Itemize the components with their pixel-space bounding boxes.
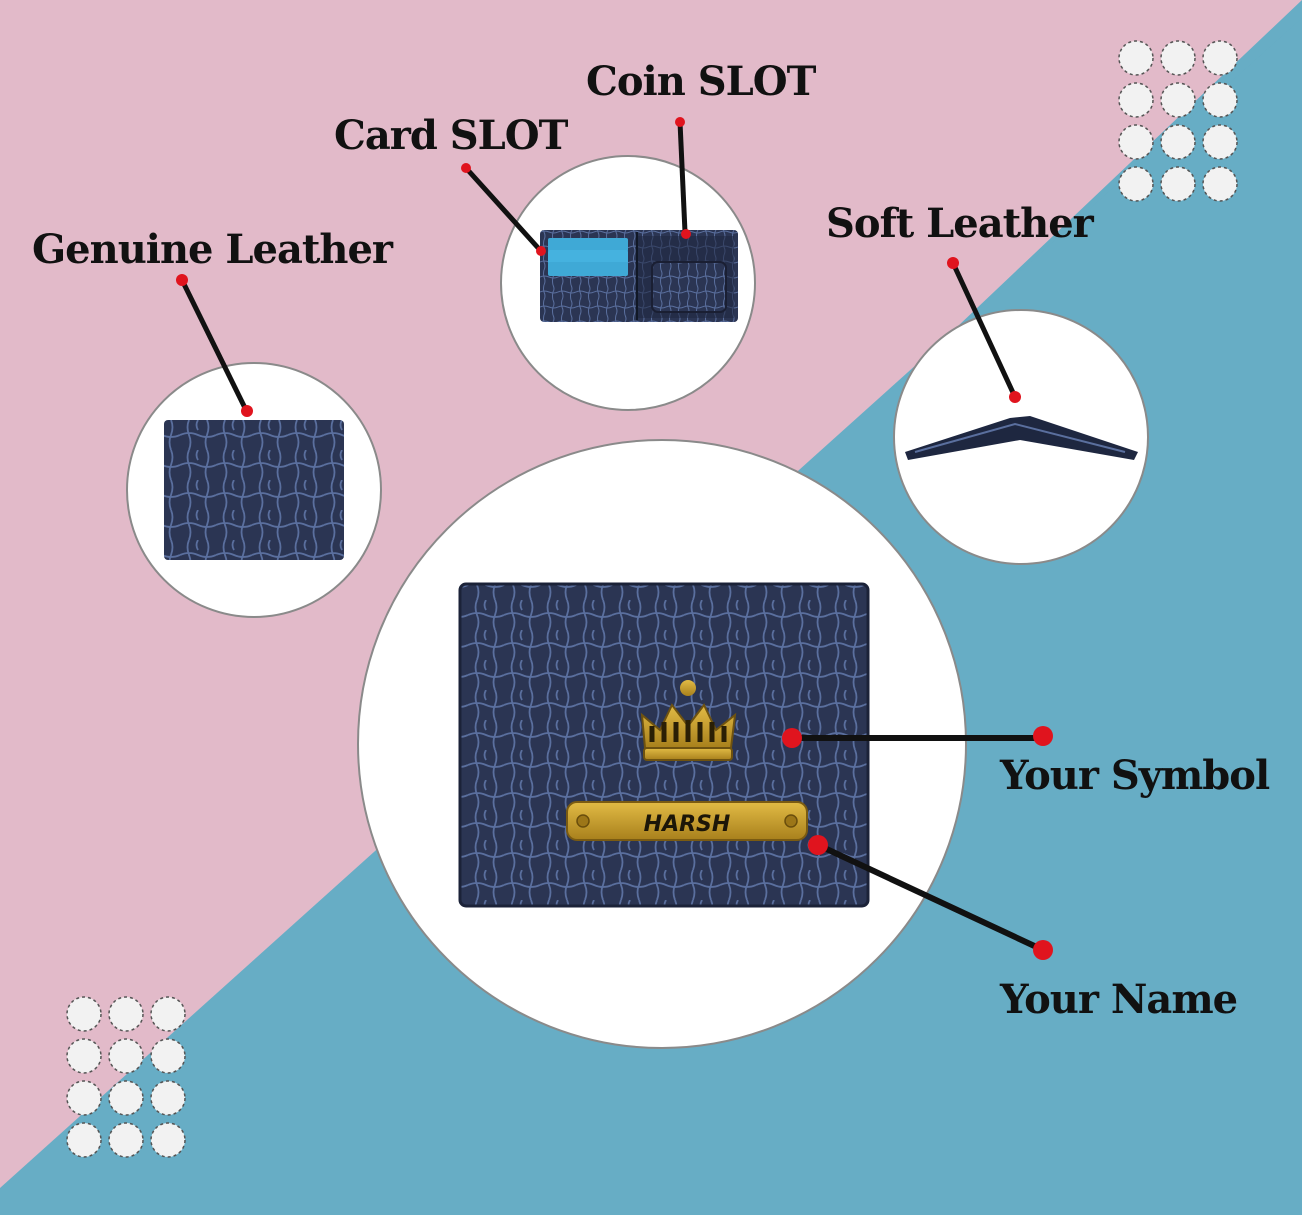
dot-grid-top-right	[1118, 40, 1238, 202]
nameplate-text: HARSH	[644, 812, 731, 837]
dot-grid-bottom-left	[66, 996, 186, 1158]
open-wallet-circle	[500, 155, 756, 411]
label-soft-leather: Soft Leather	[826, 200, 1094, 247]
callout-your-name	[808, 835, 1053, 960]
callout-your-symbol	[782, 726, 1053, 748]
genuine-leather-circle	[126, 362, 382, 618]
label-your-symbol: Your Symbol	[1000, 752, 1270, 799]
card-1	[548, 238, 628, 252]
label-genuine-leather: Genuine Leather	[32, 226, 393, 273]
crown-icon	[640, 680, 737, 761]
nameplate: HARSH	[566, 801, 808, 841]
callout-coin-slot	[675, 117, 691, 239]
label-your-name: Your Name	[1000, 976, 1238, 1023]
callout-genuine-leather	[176, 274, 253, 417]
label-card-slot: Card SLOT	[334, 112, 568, 159]
callout-soft-leather	[947, 257, 1021, 403]
soft-leather-circle	[893, 309, 1149, 565]
card-2	[548, 250, 628, 264]
card-3	[548, 262, 628, 276]
label-coin-slot: Coin SLOT	[586, 58, 816, 105]
callout-card-slot	[461, 163, 546, 256]
